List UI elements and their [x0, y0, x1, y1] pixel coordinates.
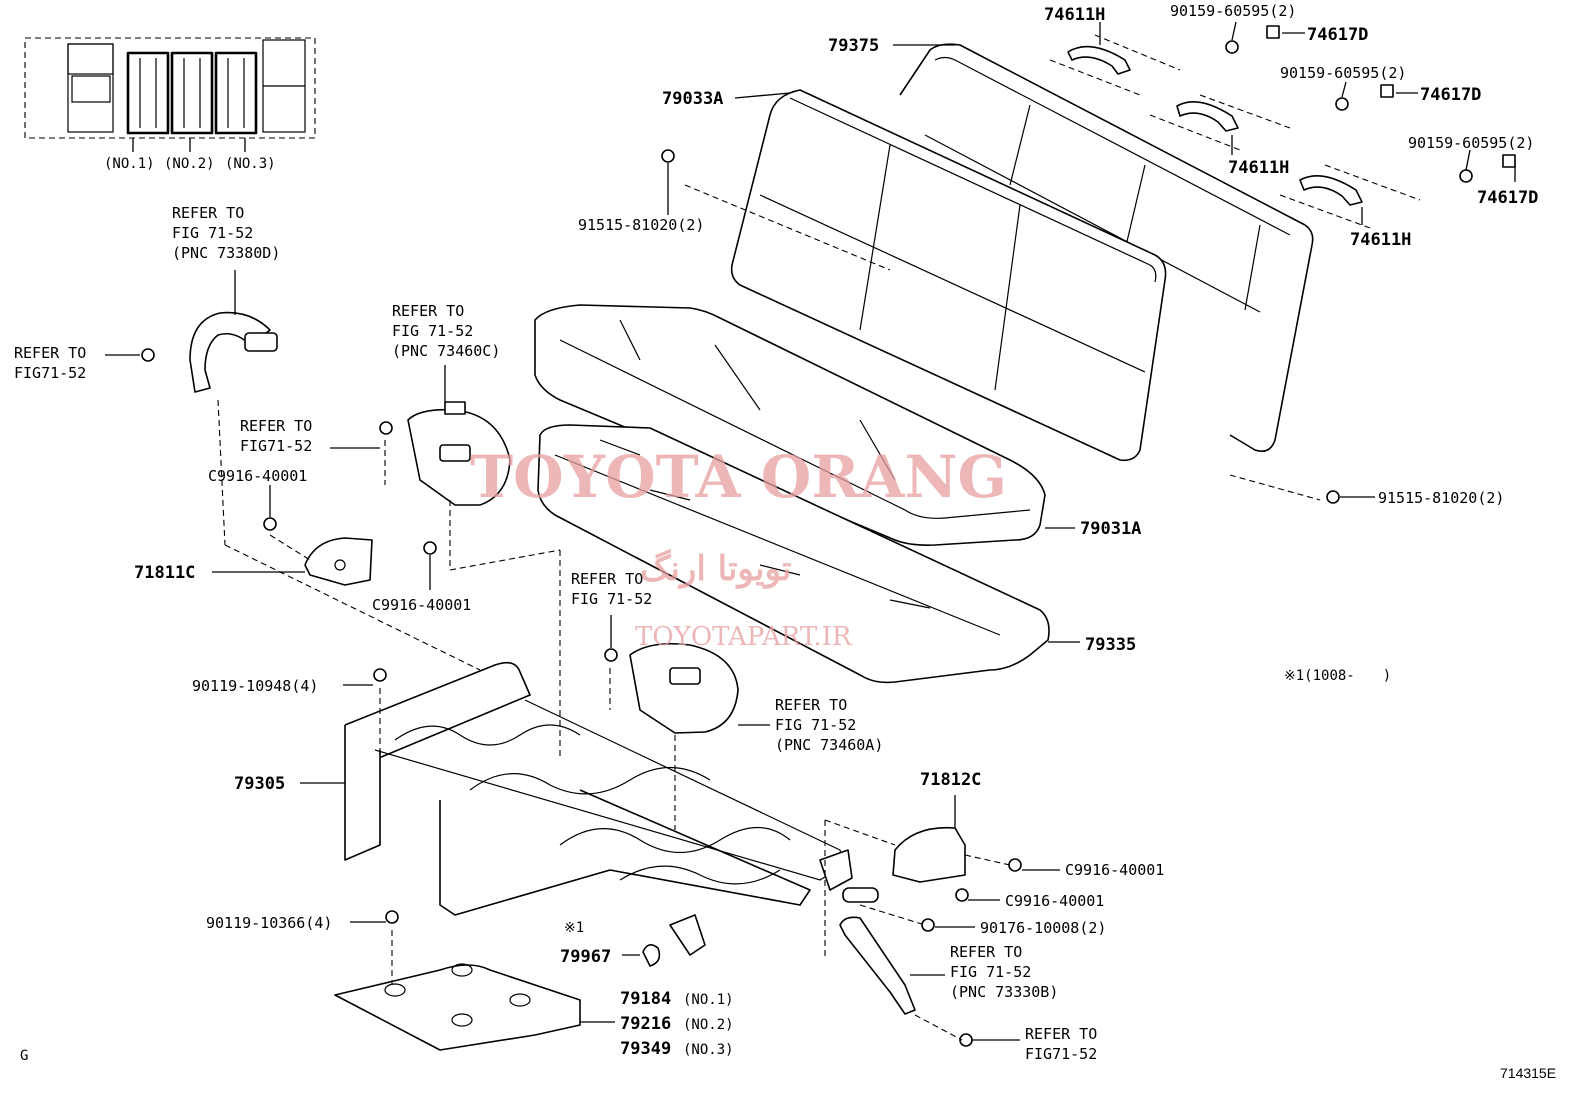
seat-cushion-79031A	[534, 304, 1046, 546]
label-90159-b: 90159-60595(2)	[1280, 64, 1406, 82]
refer-note-bolt-3: REFER TO FIG 71-52	[571, 570, 652, 608]
label-C9916-d: C9916-40001	[1005, 892, 1104, 910]
refer-notes: REFER TO FIG 71-52 (PNC 73380D) REFER TO…	[14, 204, 1106, 1063]
seat-no3-label: (NO.3)	[225, 156, 276, 172]
label-74617D-b: 74617D	[1420, 85, 1481, 105]
seat-no1-label: (NO.1)	[104, 156, 155, 172]
watermark-site: TOYOTAPART.IR	[635, 622, 853, 652]
label-79335: 79335	[1085, 635, 1136, 655]
watermark: TOYOTA ORANG تویوتا ارنگ TOYOTAPART.IR	[470, 443, 1007, 652]
label-74611H-b: 74611H	[1228, 158, 1289, 178]
seat-belt-73330B	[839, 887, 916, 1015]
label-90119-b: 90119-10366(4)	[206, 914, 332, 932]
label-79216: 79216	[620, 1014, 671, 1034]
bracket-74611H-a	[1067, 45, 1131, 75]
label-79216-no: (NO.2)	[683, 1017, 734, 1033]
mark-note-1: ※1	[564, 920, 584, 936]
hinge-cover-71812C	[892, 826, 966, 883]
seat-belt-73460A	[629, 642, 739, 734]
label-79033A: 79033A	[662, 89, 723, 109]
seatback-79033A	[730, 89, 1167, 462]
bracket-74611H-c	[1299, 174, 1363, 206]
seat-belt-73460C	[407, 401, 511, 506]
figure-code: 714315E	[1500, 1065, 1556, 1081]
note-1008: ※1(1008- )	[1284, 668, 1391, 684]
seat-no2-label: (NO.2)	[164, 156, 215, 172]
part-labels: 74611H 90159-60595(2) 74617D 79375 90159…	[20, 2, 1556, 1081]
refer-note-belt-bolt: REFER TO FIG71-52	[14, 344, 95, 382]
leader-lines	[105, 21, 1516, 1041]
corner-code: G	[20, 1048, 28, 1064]
seat-layout-key: (NO.1) (NO.2) (NO.3)	[24, 37, 316, 172]
refer-note-73330B: REFER TO FIG 71-52 (PNC 73330B)	[950, 943, 1058, 1001]
label-79305: 79305	[234, 774, 285, 794]
seat-frame-79305	[344, 661, 853, 956]
refer-note-73460C: REFER TO FIG 71-52 (PNC 73460C)	[392, 302, 500, 360]
watermark-main: TOYOTA ORANG	[470, 443, 1007, 511]
refer-note-73460A: REFER TO FIG 71-52 (PNC 73460A)	[775, 696, 883, 754]
label-91515-a: 91515-81020(2)	[578, 216, 704, 234]
label-74611H-c: 74611H	[1350, 230, 1411, 250]
label-74617D-a: 74617D	[1307, 25, 1368, 45]
label-C9916-b: C9916-40001	[372, 596, 471, 614]
label-79967: 79967	[560, 947, 611, 967]
refer-note-bolt-2: REFER TO FIG71-52	[240, 417, 321, 455]
seat-belt-73380D	[189, 311, 278, 393]
label-79031A: 79031A	[1080, 519, 1141, 539]
assembly-lines	[217, 34, 1421, 1041]
label-79375: 79375	[828, 36, 879, 56]
label-79349: 79349	[620, 1039, 671, 1059]
label-90159-c: 90159-60595(2)	[1408, 134, 1534, 152]
label-74611H-a: 74611H	[1044, 5, 1105, 25]
label-90159-a: 90159-60595(2)	[1170, 2, 1296, 20]
label-C9916-c: C9916-40001	[1065, 861, 1164, 879]
refer-note-73380D: REFER TO FIG 71-52 (PNC 73380D)	[172, 204, 280, 262]
watermark-persian: تویوتا ارنگ	[640, 548, 791, 589]
label-91515-b: 91515-81020(2)	[1378, 489, 1504, 507]
label-79349-no: (NO.3)	[683, 1042, 734, 1058]
bracket-74611H-b	[1176, 100, 1239, 132]
label-C9916-a: C9916-40001	[208, 467, 307, 485]
cushion-frame-79335	[537, 424, 1050, 684]
label-79184: 79184	[620, 989, 671, 1009]
label-79184-no: (NO.1)	[683, 992, 734, 1008]
hinge-cover-71811C	[304, 537, 373, 586]
label-90176: 90176-10008(2)	[980, 919, 1106, 937]
label-71812C: 71812C	[920, 770, 981, 790]
bottom-cover	[334, 963, 581, 1051]
refer-note-bolt-4: REFER TO FIG71-52	[1025, 1025, 1106, 1063]
label-71811C: 71811C	[134, 563, 195, 583]
label-90119-a: 90119-10948(4)	[192, 677, 318, 695]
label-74617D-c: 74617D	[1477, 188, 1538, 208]
bolts	[141, 25, 1516, 1047]
